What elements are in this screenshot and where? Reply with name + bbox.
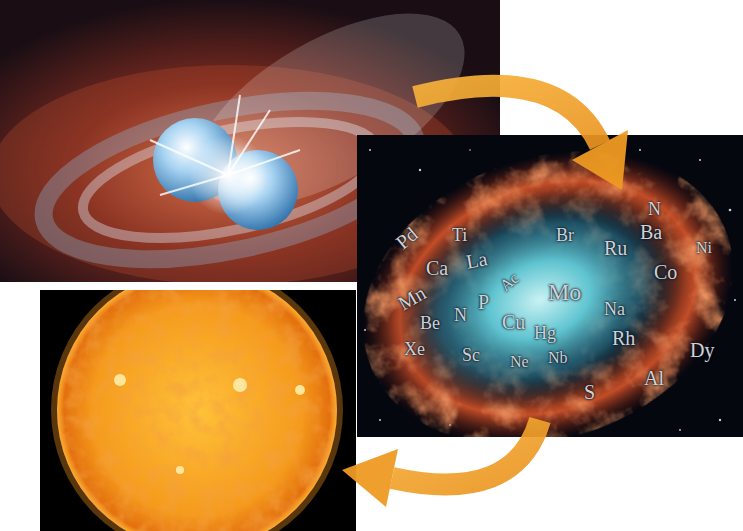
nebula-image bbox=[357, 135, 743, 437]
element-symbol: La bbox=[464, 248, 488, 271]
element-symbol: Ac bbox=[497, 270, 522, 294]
element-symbol: Xe bbox=[404, 340, 425, 358]
element-symbol: S bbox=[584, 382, 595, 402]
element-symbol: Ba bbox=[640, 222, 662, 242]
element-symbol: N bbox=[648, 200, 661, 218]
element-symbol: Mo bbox=[548, 280, 581, 304]
element-symbol: Br bbox=[556, 226, 574, 244]
element-symbol: Hg bbox=[534, 324, 556, 342]
element-symbol: Dy bbox=[690, 340, 714, 360]
element-symbol: Ti bbox=[452, 226, 467, 244]
sun-image bbox=[40, 290, 356, 531]
element-symbol: Mn bbox=[395, 282, 429, 313]
element-symbol: Rh bbox=[612, 328, 635, 348]
element-symbol: Al bbox=[644, 368, 664, 388]
element-symbol: Sc bbox=[462, 346, 480, 364]
element-symbol: P bbox=[478, 292, 489, 312]
element-symbol: Ru bbox=[604, 238, 627, 258]
element-symbol: Ni bbox=[696, 240, 712, 256]
element-symbol: Ne bbox=[510, 354, 529, 370]
element-symbol: Nb bbox=[548, 350, 568, 366]
element-symbol: Na bbox=[604, 300, 625, 318]
element-symbol: Cu bbox=[502, 312, 525, 332]
cycle-arrows bbox=[342, 86, 628, 507]
element-symbol: N bbox=[454, 306, 467, 324]
element-symbol: Co bbox=[654, 262, 677, 282]
element-symbol: Ca bbox=[426, 258, 448, 278]
element-symbol: Pd bbox=[392, 224, 421, 253]
element-symbol: Be bbox=[420, 314, 440, 332]
